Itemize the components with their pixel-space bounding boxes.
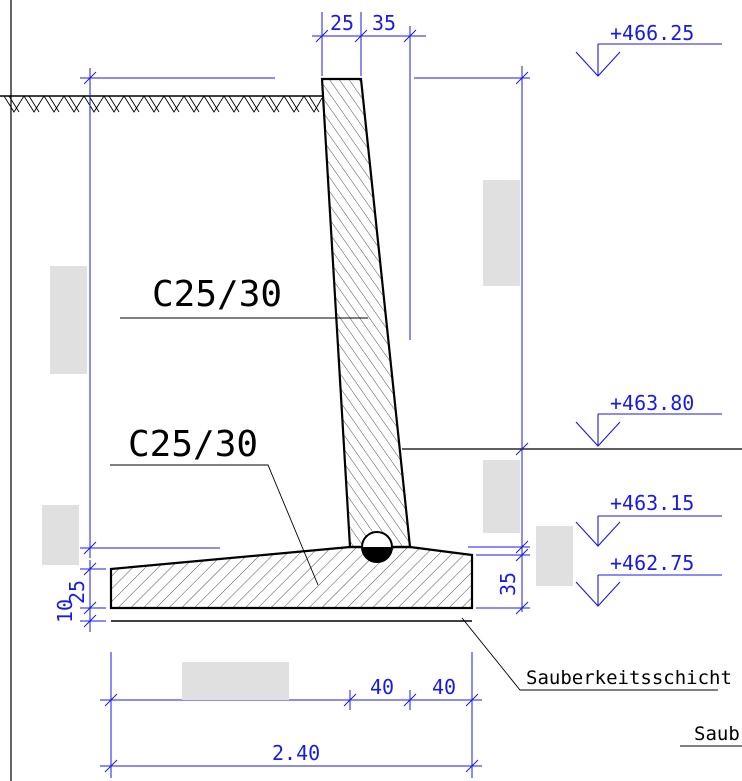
footing-material-label: C25/30 [128,424,258,465]
level-top: +466.25 [610,21,694,45]
dim-blinding: 10 [53,599,77,623]
drain-pipe [361,531,393,563]
wall-material-label: C25/30 [152,274,282,315]
dim-toe-40-a: 40 [370,675,394,699]
dim-footing-front-35: 35 [496,572,520,596]
leader-blinding [461,617,718,691]
blinding-label: Sauberkeitsschicht [526,667,732,689]
level-ground-front: +463.80 [610,391,694,415]
blinding-label-cut: Saub [694,723,740,745]
dim-total-width: 2.40 [272,741,320,765]
leader-footing [110,464,319,586]
level-footing-top: +463.15 [610,491,694,515]
dim-wall-batter: 35 [372,11,396,35]
wall-stem [320,77,412,549]
dim-wall-top-width: 25 [330,11,354,35]
level-markers [575,43,722,607]
dimension-lines [80,12,530,778]
level-footing-bottom: +462.75 [610,551,694,575]
dim-footing-thickness: 25 [65,580,89,604]
dim-toe-40-b: 40 [432,675,456,699]
footing [109,545,474,610]
ground-soil [0,95,323,113]
redaction-boxes [42,180,573,700]
